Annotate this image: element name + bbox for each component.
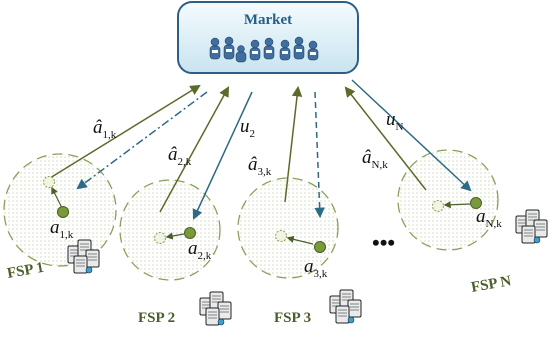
fsp-n-downlink-arrow bbox=[351, 79, 472, 192]
fsp-2-downlink-arrow bbox=[192, 91, 253, 220]
fsp-n-target-node bbox=[432, 200, 444, 212]
u-n-label: uN bbox=[386, 109, 404, 133]
ahat-n-label: âN,k bbox=[362, 147, 388, 171]
labels: â1,k â2,k u2 â3,k uN âN,k a1,k a2,k a3,k… bbox=[50, 109, 502, 280]
ahat-1-label: â1,k bbox=[93, 117, 117, 141]
fsp-1-name: FSP 1 bbox=[6, 260, 45, 282]
fsp-1-uplink-arrow bbox=[49, 84, 201, 179]
fsp-2-server-icon bbox=[199, 291, 232, 326]
fsp-1-node bbox=[57, 206, 69, 218]
fsp-n-adjust-arrow bbox=[443, 201, 471, 209]
fsp-n-node bbox=[470, 197, 482, 209]
market-node: Market bbox=[177, 1, 359, 74]
fsp-3-node bbox=[314, 241, 326, 253]
fsp-3-region bbox=[237, 177, 339, 279]
fsp-2-target-node bbox=[154, 232, 166, 244]
a-2-label: a2,k bbox=[188, 238, 212, 262]
fsp-2-adjust-arrow bbox=[165, 232, 185, 240]
a-3-label: a3,k bbox=[304, 256, 328, 280]
nodes bbox=[43, 176, 482, 253]
fsp-3-downlink-arrow bbox=[314, 91, 325, 219]
fsp-1-adjust-arrow bbox=[51, 186, 63, 209]
fsp-3-name: FSP 3 bbox=[274, 310, 311, 326]
fsp-3-uplink-arrow bbox=[284, 85, 303, 203]
arrows bbox=[49, 79, 472, 220]
u-2-label: u2 bbox=[240, 116, 255, 140]
fsp-3-adjust-arrow bbox=[286, 235, 314, 245]
fsp-n-name: FSP N bbox=[470, 273, 513, 296]
market-title: Market bbox=[244, 12, 292, 28]
fsp-2-region bbox=[119, 179, 221, 281]
ahat-3-label: â3,k bbox=[248, 154, 272, 178]
fsp-2-uplink-arrow bbox=[159, 86, 230, 213]
fsp-3-server-icon bbox=[329, 289, 362, 324]
fsp-1-server-icon bbox=[67, 239, 100, 274]
fsp-n-uplink-arrow bbox=[344, 86, 427, 191]
fsp-2-node bbox=[184, 227, 196, 239]
fsp-1-downlink-arrow bbox=[76, 91, 208, 190]
ellipsis: ••• bbox=[372, 230, 395, 255]
fsp-2-name: FSP 2 bbox=[138, 310, 175, 326]
people-icon bbox=[209, 36, 319, 63]
a-n-label: aN,k bbox=[476, 206, 502, 230]
a-1-label: a1,k bbox=[50, 217, 74, 241]
fsp-n-server-icon bbox=[515, 209, 548, 244]
fsp-n-region bbox=[397, 149, 499, 251]
fsp-3-target-node bbox=[275, 230, 287, 242]
fsp-1-target-node bbox=[43, 176, 55, 188]
ahat-2-label: â2,k bbox=[168, 144, 192, 168]
